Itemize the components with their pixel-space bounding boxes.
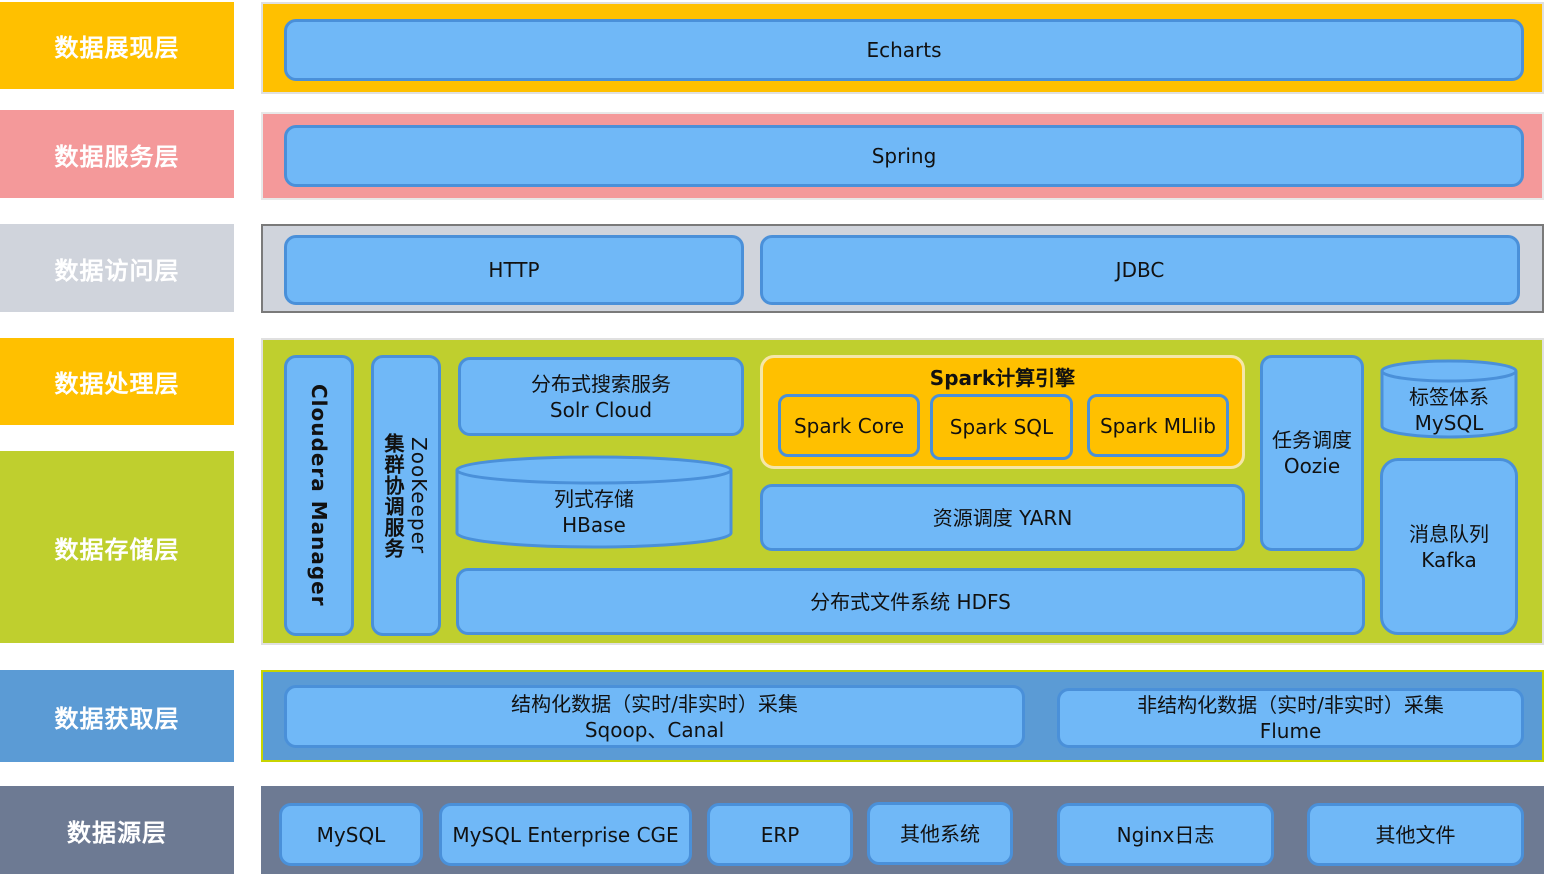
layer-label-presentation: 数据展现层 (0, 2, 234, 89)
source-other-files-box: 其他文件 (1307, 803, 1524, 866)
spark-core-label: Spark Core (793, 413, 905, 438)
kafka-box: 消息队列 Kafka (1380, 458, 1518, 635)
http-box: HTTP (284, 235, 744, 305)
spark-core-box: Spark Core (778, 394, 920, 457)
solr-cloud-name: Solr Cloud (549, 397, 653, 422)
source-mysql-box: MySQL (279, 803, 423, 866)
source-erp-label: ERP (760, 822, 800, 847)
structured-collection-title: 结构化数据（实时/非实时）采集 (511, 691, 798, 716)
layer-label-source: 数据源层 (0, 786, 234, 874)
yarn-label: 资源调度 YARN (932, 505, 1073, 530)
source-other-systems-label: 其他系统 (900, 821, 980, 846)
source-mysql-label: MySQL (316, 822, 386, 847)
layer-label-service: 数据服务层 (0, 110, 234, 198)
layer-label-acquisition: 数据获取层 (0, 670, 234, 762)
unstructured-collection-box: 非结构化数据（实时/非实时）采集 Flume (1057, 688, 1524, 748)
spark-sql-label: Spark SQL (949, 415, 1054, 439)
source-mysql-cge-label: MySQL Enterprise CGE (452, 822, 679, 847)
layer-label-access: 数据访问层 (0, 224, 234, 312)
hbase-cylinder-shape (455, 455, 733, 549)
source-other-files-label: 其他文件 (1375, 822, 1456, 847)
spring-label: Spring (871, 144, 937, 168)
zookeeper-title: 集群协调服务 (381, 432, 405, 559)
cloudera-manager-label: Cloudera Manager (307, 384, 331, 607)
spark-sql-box: Spark SQL (930, 394, 1073, 460)
spark-engine-group: Spark计算引擎 Spark Core Spark SQL Spark MLl… (760, 355, 1245, 469)
spring-box: Spring (284, 125, 1524, 187)
hdfs-label: 分布式文件系统 HDFS (810, 589, 1011, 614)
hbase-name: HBase (562, 513, 626, 537)
yarn-box: 资源调度 YARN (760, 484, 1245, 551)
jdbc-box: JDBC (760, 235, 1520, 305)
layer-label-processing: 数据处理层 (0, 338, 234, 425)
spark-mllib-label: Spark MLlib (1099, 413, 1216, 438)
oozie-box: 任务调度 Oozie (1260, 355, 1364, 551)
unstructured-collection-tools: Flume (1259, 719, 1322, 743)
zookeeper-box: 集群协调服务 ZooKeeper (371, 355, 441, 636)
solr-cloud-title: 分布式搜索服务 (531, 371, 671, 396)
echarts-label: Echarts (866, 38, 942, 62)
oozie-name: Oozie (1283, 454, 1341, 478)
zookeeper-name: ZooKeeper (407, 436, 431, 555)
source-mysql-cge-box: MySQL Enterprise CGE (439, 803, 692, 866)
http-label: HTTP (488, 258, 540, 282)
hbase-title: 列式存储 (554, 487, 634, 511)
source-other-systems-box: 其他系统 (867, 802, 1013, 865)
hdfs-box: 分布式文件系统 HDFS (456, 568, 1365, 635)
kafka-title: 消息队列 (1409, 521, 1489, 546)
unstructured-collection-title: 非结构化数据（实时/非实时）采集 (1137, 693, 1444, 717)
structured-collection-tools: Sqoop、Canal (584, 717, 725, 742)
spark-engine-title: Spark计算引擎 (929, 366, 1076, 390)
tag-system-title: 标签体系 (1409, 385, 1489, 409)
solr-cloud-box: 分布式搜索服务 Solr Cloud (458, 357, 744, 436)
tag-system-name: MySQL (1414, 411, 1484, 435)
tag-system-cylinder-shape (1380, 359, 1518, 439)
echarts-box: Echarts (284, 19, 1524, 81)
source-erp-box: ERP (707, 803, 853, 866)
spark-mllib-box: Spark MLlib (1087, 394, 1229, 457)
kafka-name: Kafka (1421, 547, 1477, 572)
source-nginx-label: Nginx日志 (1116, 822, 1215, 847)
structured-collection-box: 结构化数据（实时/非实时）采集 Sqoop、Canal (284, 685, 1025, 748)
source-nginx-box: Nginx日志 (1057, 803, 1274, 866)
oozie-title: 任务调度 (1272, 428, 1352, 452)
tag-system-cylinder: 标签体系 MySQL (1379, 358, 1519, 440)
layer-label-storage: 数据存储层 (0, 451, 234, 643)
hbase-cylinder: 列式存储 HBase (454, 455, 734, 551)
jdbc-label: JDBC (1115, 258, 1165, 282)
cloudera-manager-box: Cloudera Manager (284, 355, 354, 636)
